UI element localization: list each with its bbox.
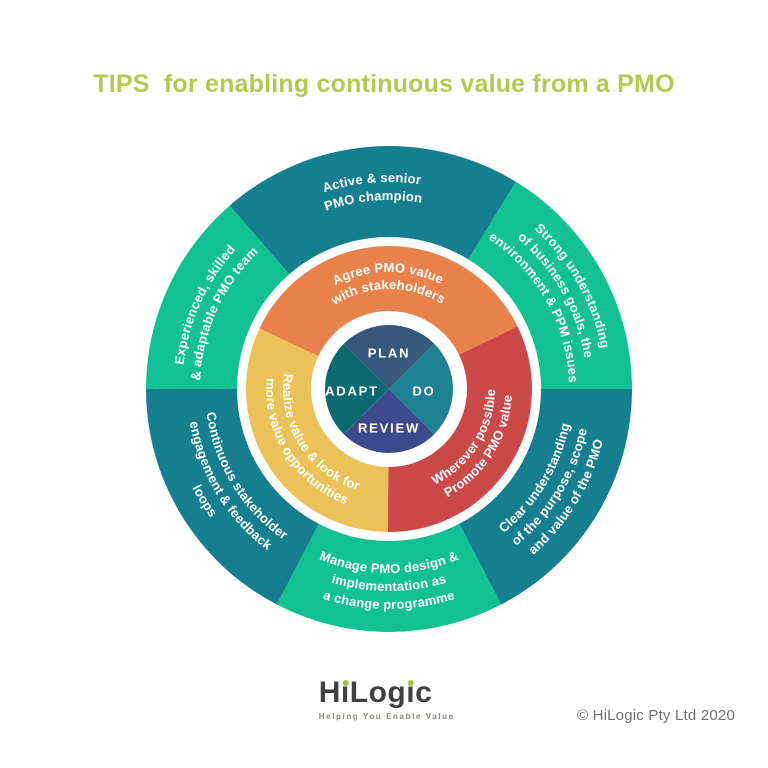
cycle-label-adapt: ADAPT (325, 384, 379, 399)
inner-quadrant-review (343, 389, 435, 453)
logo-letter: c (415, 676, 433, 709)
inner-quadrant-do (389, 343, 453, 435)
logo-letter-i: ı (406, 676, 416, 709)
logo-i-dot (407, 680, 414, 686)
copyright-text: © HiLogic Pty Ltd 2020 (576, 707, 735, 724)
logo-letter-i: ı (340, 676, 350, 709)
page-title: TIPS for enabling continuous value from … (93, 70, 675, 98)
inner-quadrant-adapt (325, 343, 389, 435)
logo-letter: H (318, 676, 341, 709)
logo-tagline: Helping You Enable Value (318, 712, 455, 721)
cycle-label-plan: PLAN (368, 346, 411, 361)
logo-letters: Log (349, 676, 407, 709)
inner-quadrant-plan (343, 325, 435, 389)
cycle-label-do: DO (412, 384, 435, 399)
logo-i-dot (342, 680, 349, 686)
cycle-label-review: REVIEW (358, 421, 420, 436)
